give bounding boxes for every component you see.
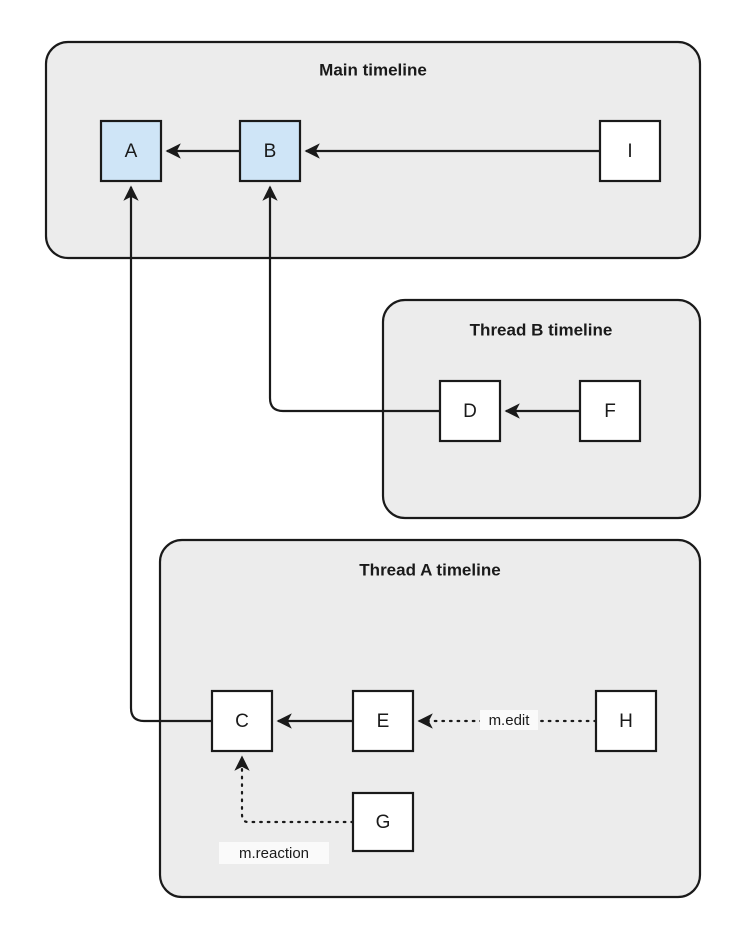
event-node-A[interactable]: A [99, 119, 163, 183]
container-rect-thread_b [381, 298, 702, 520]
node-label-B: B [264, 141, 277, 162]
edge-label-H-to-E: m.edit [480, 710, 538, 730]
timeline-container-thread_b: Thread B timeline [381, 298, 702, 520]
node-label-D: D [463, 401, 477, 422]
timeline-title-thread_a: Thread A timeline [359, 560, 500, 579]
node-label-G: G [376, 812, 391, 833]
event-node-E[interactable]: E [351, 689, 415, 753]
node-rect-E[interactable] [351, 689, 415, 753]
node-label-A: A [125, 141, 138, 162]
edges-layer [123, 143, 600, 824]
node-rect-F[interactable] [578, 379, 642, 443]
node-rect-I[interactable] [598, 119, 662, 183]
node-label-H: H [619, 711, 633, 732]
edge-label-background-G-to-C [219, 842, 329, 864]
edge-label-G-to-C: m.reaction [219, 842, 329, 864]
node-rect-B[interactable] [238, 119, 302, 183]
event-node-D[interactable]: D [438, 379, 502, 443]
event-node-C[interactable]: C [210, 689, 274, 753]
timeline-title-thread_b: Thread B timeline [470, 320, 613, 339]
node-rect-A[interactable] [99, 119, 163, 183]
edge-label-background-H-to-E [480, 710, 538, 730]
edge-C-to-A [123, 185, 212, 723]
event-node-I[interactable]: I [598, 119, 662, 183]
timeline-title-main: Main timeline [319, 60, 427, 79]
node-rect-C[interactable] [210, 689, 274, 753]
event-node-B[interactable]: B [238, 119, 302, 183]
edge-D-to-B [262, 185, 440, 413]
event-node-G[interactable]: G [351, 791, 415, 853]
node-rect-D[interactable] [438, 379, 502, 443]
node-rect-G[interactable] [351, 791, 415, 853]
event-node-F[interactable]: F [578, 379, 642, 443]
node-label-I: I [627, 141, 632, 162]
node-rect-H[interactable] [594, 689, 658, 753]
event-node-H[interactable]: H [594, 689, 658, 753]
event-nodes: A B I D F C E H G [99, 119, 662, 853]
node-label-E: E [377, 711, 390, 732]
edge-label-text-H-to-E: m.edit [489, 712, 531, 729]
node-label-F: F [604, 401, 616, 422]
edge-labels-layer: m.edit m.reaction [219, 710, 538, 864]
edge-label-text-G-to-C: m.reaction [239, 845, 309, 862]
edge-G-to-C [234, 755, 355, 824]
node-label-C: C [235, 711, 249, 732]
